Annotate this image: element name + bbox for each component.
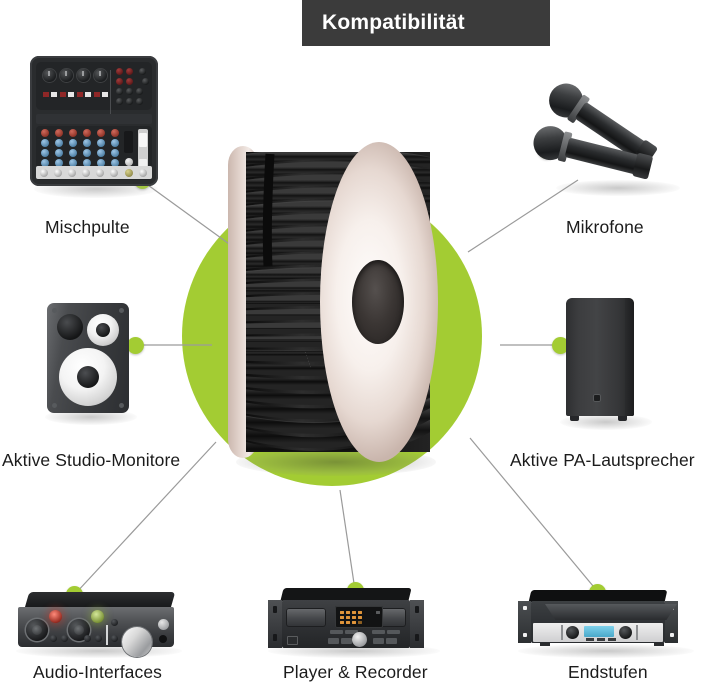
label-pa-lautsprecher: Aktive PA-Lautsprecher [510,450,695,470]
microphone-icon [528,64,706,196]
microphone-shadow [556,180,680,196]
spool-shadow [236,448,436,476]
cable-spool: · · · · · · · · · · · [228,142,438,464]
power-amplifier-icon [518,590,694,658]
pa-speaker-icon [560,298,652,430]
spool-center-hole [352,260,404,344]
header-banner: Kompatibilität [302,0,550,46]
connector-dot-pa-lautsprecher [552,337,569,354]
mixer-icon [30,56,160,198]
label-endstufen: Endstufen [568,662,648,682]
label-audio-interfaces: Audio-Interfaces [33,662,163,682]
label-mikrofone: Mikrofone [566,217,644,237]
rack-player-icon [268,588,440,658]
label-player-recorder: Player & Recorder [283,662,428,682]
pa-speaker-shadow [560,414,652,430]
label-mischpulte: Mischpulte [45,217,130,237]
audio-interface-icon [16,592,182,658]
connector-dot-studio-monitore [127,337,144,354]
svg-text:· · · · · ·: · · · · · · [302,351,313,369]
connector-line-player-recorder [339,489,356,591]
studio-monitor-icon [45,303,137,425]
page-title: Kompatibilität [322,11,465,34]
studio-monitor-shadow [45,409,137,425]
label-studio-monitore: Aktive Studio-Monitore [2,450,181,470]
power-amplifier-shadow [518,644,694,658]
